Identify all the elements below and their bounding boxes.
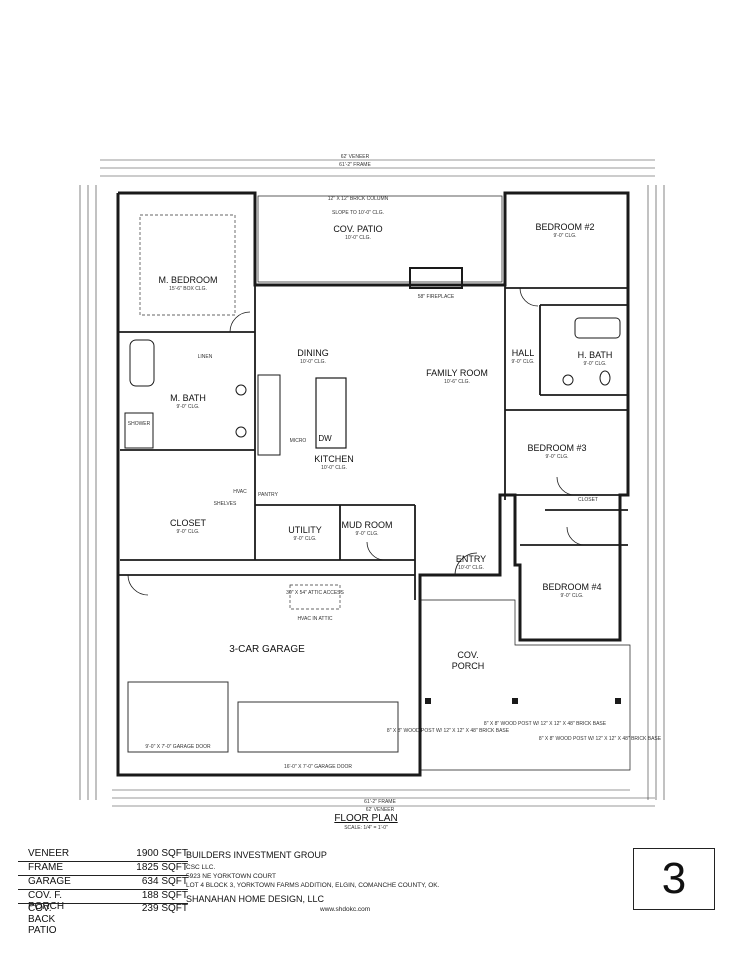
micro-label: MICRO [290,438,307,444]
covered-patio-label: COV. PATIO [333,224,382,234]
client-name: CSC LLC. [186,864,216,871]
fireplace-note: 58" FIREPLACE [418,294,455,300]
dishwasher-label: DW [318,434,332,443]
kitchen-label: KITCHEN [314,454,354,464]
website: www.shdokc.com [320,906,371,913]
family-room-label: FAMILY ROOM [426,368,488,378]
bottom-veneer-dim: 62' VENEER [366,807,395,813]
bedroom2-label: BEDROOM #2 [535,222,594,232]
kitchen-island [315,377,347,449]
bedroom3-label: BEDROOM #3 [527,443,586,453]
floor-plan: 62' VENEER 61'-2" FRAME 61'-2" FRAME 62'… [79,154,665,831]
hall-bath-ceiling: 9'-0" CLG. [583,361,606,367]
garage-door-left [127,681,229,753]
sink-icon [235,426,247,438]
bedroom4-label: BEDROOM #4 [542,582,601,592]
wood-post-note-mid: 8" X 8" WOOD POST W/ 12" X 12" X 48" BRI… [484,721,607,727]
entry-ceiling: 10'-0" CLG. [458,565,484,571]
shower-label: SHOWER [128,421,151,427]
bottom-frame-dim: 61'-2" FRAME [364,799,396,805]
porch-label-2: PORCH [452,661,485,671]
hvac-attic-note: HVAC IN ATTIC [297,616,332,622]
dining-ceiling: 10'-0" CLG. [300,359,326,365]
kitchen-ceiling: 10'-0" CLG. [321,465,347,471]
dimension-lines [79,159,665,807]
brick-column-note: 12" X 12" BRICK COLUMN [328,196,389,202]
slope-note: SLOPE TO 10'-0" CLG. [332,210,384,216]
walls [116,191,631,777]
top-frame-dim: 61'-2" FRAME [339,162,371,168]
utility-label: UTILITY [288,525,322,535]
garage-door-right-note: 16'-0" X 7'-0" GARAGE DOOR [284,764,352,770]
garage-label: 3-CAR GARAGE [229,644,305,655]
plan-title: FLOOR PLAN [334,813,397,824]
sheet-number: 3 [633,848,715,910]
master-bath-label: M. BATH [170,393,206,403]
master-bath-ceiling: 9'-0" CLG. [176,404,199,410]
covered-patio-ceiling: 10'-0" CLG. [345,235,371,241]
master-bedroom-label: M. BEDROOM [158,275,217,285]
address: 5923 NE YORKTOWN COURT [186,873,276,880]
utility-ceiling: 9'-0" CLG. [293,536,316,542]
hall-ceiling: 9'-0" CLG. [511,359,534,365]
plan-scale: SCALE: 1/4" = 1'-0" [344,825,388,831]
designer-name: SHANAHAN HOME DESIGN, LLC [186,894,325,904]
box-ceiling-outline [139,214,236,316]
hvac-label: HVAC [233,489,247,495]
closet-ceiling: 9'-0" CLG. [176,529,199,535]
company-name: BUILDERS INVESTMENT GROUP [186,850,327,860]
porch-posts [425,698,621,704]
hall-label: HALL [512,348,535,358]
mud-room-ceiling: 9'-0" CLG. [355,531,378,537]
top-veneer-dim: 62' VENEER [341,154,370,160]
family-room-ceiling: 10'-6" CLG. [444,379,470,385]
kitchen-counter [257,374,281,456]
wood-post-note-right: 8" X 8" WOOD POST W/ 12" X 12" X 48" BRI… [539,736,662,742]
bedroom4-ceiling: 9'-0" CLG. [560,593,583,599]
master-tub [129,339,155,387]
shelves-label: SHELVES [214,501,237,507]
sink-icon [235,384,247,396]
hall-tub [574,317,621,339]
door-swings [127,287,586,596]
porch-label-1: COV. [457,650,478,660]
master-shower [124,412,154,449]
mud-room-label: MUD ROOM [342,520,393,530]
attic-access-note: 30" X 54" ATTIC ACCESS [286,590,344,596]
master-bedroom-ceiling: 15'-6" BOX CLG. [169,286,207,292]
hall-bath-label: H. BATH [578,350,613,360]
fireplace [409,267,463,289]
closet-b3-label: CLOSET [578,497,598,503]
closet-label: CLOSET [170,518,207,528]
bedroom3-ceiling: 9'-0" CLG. [545,454,568,460]
attic-access-outline [289,584,341,610]
entry-label: ENTRY [456,554,486,564]
pantry-label: PANTRY [258,492,278,498]
lot-description: LOT 4 BLOCK 3, YORKTOWN FARMS ADDITION, … [186,882,440,889]
garage-door-left-note: 9'-0" X 7'-0" GARAGE DOOR [145,744,211,750]
linen-label: LINEN [198,354,213,360]
garage-door-right [237,701,399,753]
sink-icon [562,374,574,386]
toilet-icon [599,370,611,386]
dining-label: DINING [297,348,329,358]
bedroom2-ceiling: 9'-0" CLG. [553,233,576,239]
wood-post-note-left: 8" X 8" WOOD POST W/ 12" X 12" X 48" BRI… [387,728,510,734]
